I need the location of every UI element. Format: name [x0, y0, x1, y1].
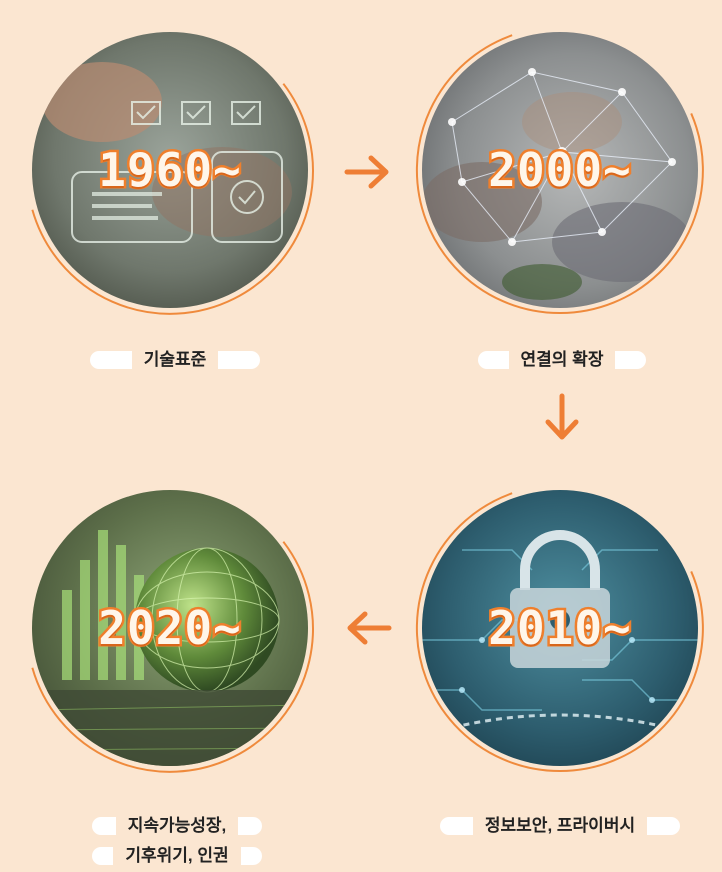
era-2020-ring	[31, 541, 314, 773]
year-label-2000: 2000~	[486, 141, 633, 200]
label-sustainability-line2: 기후위기, 인권	[92, 843, 262, 869]
label-text: 정보보안, 프라이버시	[472, 813, 648, 839]
era-1960-ring	[31, 83, 314, 315]
era-2000-ring	[415, 34, 704, 314]
era-2010-ring	[415, 492, 704, 772]
era-2000-photo	[422, 32, 698, 308]
arrow-left-icon	[347, 611, 392, 645]
era-2020: 2020~	[20, 478, 320, 778]
label-text: 기후위기, 인권	[113, 843, 241, 869]
arrow-right-icon	[344, 155, 389, 189]
year-label-1960: 1960~	[96, 141, 243, 200]
label-text: 연결의 확장	[508, 347, 616, 373]
era-2010-photo	[422, 490, 698, 766]
era-2020-photo	[32, 490, 308, 766]
era-1960: 1960~	[20, 20, 320, 320]
label-security-privacy: 정보보안, 프라이버시	[440, 813, 680, 839]
label-text: 지속가능성장,	[115, 813, 239, 839]
year-label-2010: 2010~	[486, 599, 633, 658]
label-tech-standard: 기술표준	[90, 347, 260, 373]
label-connection-expansion: 연결의 확장	[478, 347, 646, 373]
era-2000: 2000~	[410, 20, 710, 320]
year-label-2020: 2020~	[96, 599, 243, 658]
label-sustainability-line1: 지속가능성장,	[92, 813, 262, 839]
label-text: 기술표준	[131, 347, 219, 373]
era-1960-photo	[32, 32, 308, 308]
era-2010: 2010~	[410, 478, 710, 778]
arrow-down-icon	[545, 393, 579, 440]
